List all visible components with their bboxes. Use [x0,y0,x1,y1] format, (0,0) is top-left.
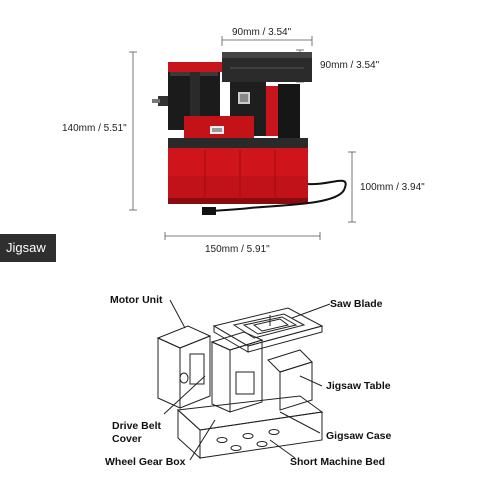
label-jigsaw-table: Jigsaw Table [326,380,391,392]
dimension-table-width: 90mm / 3.54" [232,27,292,38]
label-drive-belt-cover: Cover [112,433,142,445]
label-wheel-gear-box: Wheel Gear Box [105,456,186,468]
dimension-body-height: 100mm / 3.94" [360,182,425,193]
label-drive-belt: Drive Belt [112,420,162,432]
machine-photo [152,52,347,215]
exploded-diagram [156,299,331,461]
label-saw-blade: Saw Blade [330,298,383,310]
label-short-machine-bed: Short Machine Bed [290,456,386,468]
label-motor-unit: Motor Unit [110,294,163,306]
label-gigsaw-case: Gigsaw Case [326,430,392,442]
dimension-length: 150mm / 5.91" [205,244,270,255]
dimension-table-depth: 90mm / 3.54" [320,60,380,71]
dimension-height: 140mm / 5.51" [62,123,127,134]
mode-tag-jigsaw: Jigsaw [0,234,56,262]
